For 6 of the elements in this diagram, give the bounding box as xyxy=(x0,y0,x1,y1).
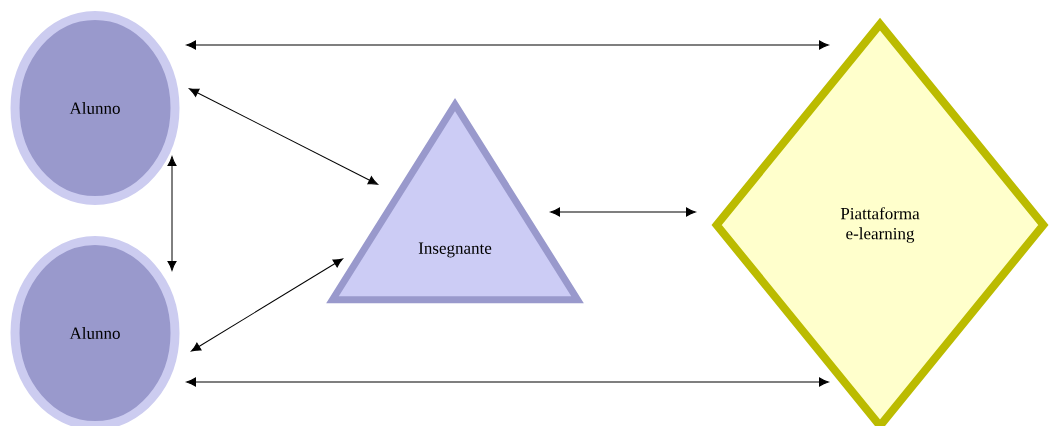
arrow xyxy=(191,258,344,352)
arrow xyxy=(186,377,829,387)
arrow xyxy=(167,156,177,271)
arrow xyxy=(186,40,829,50)
arrow xyxy=(189,88,378,185)
arrow xyxy=(550,207,696,217)
